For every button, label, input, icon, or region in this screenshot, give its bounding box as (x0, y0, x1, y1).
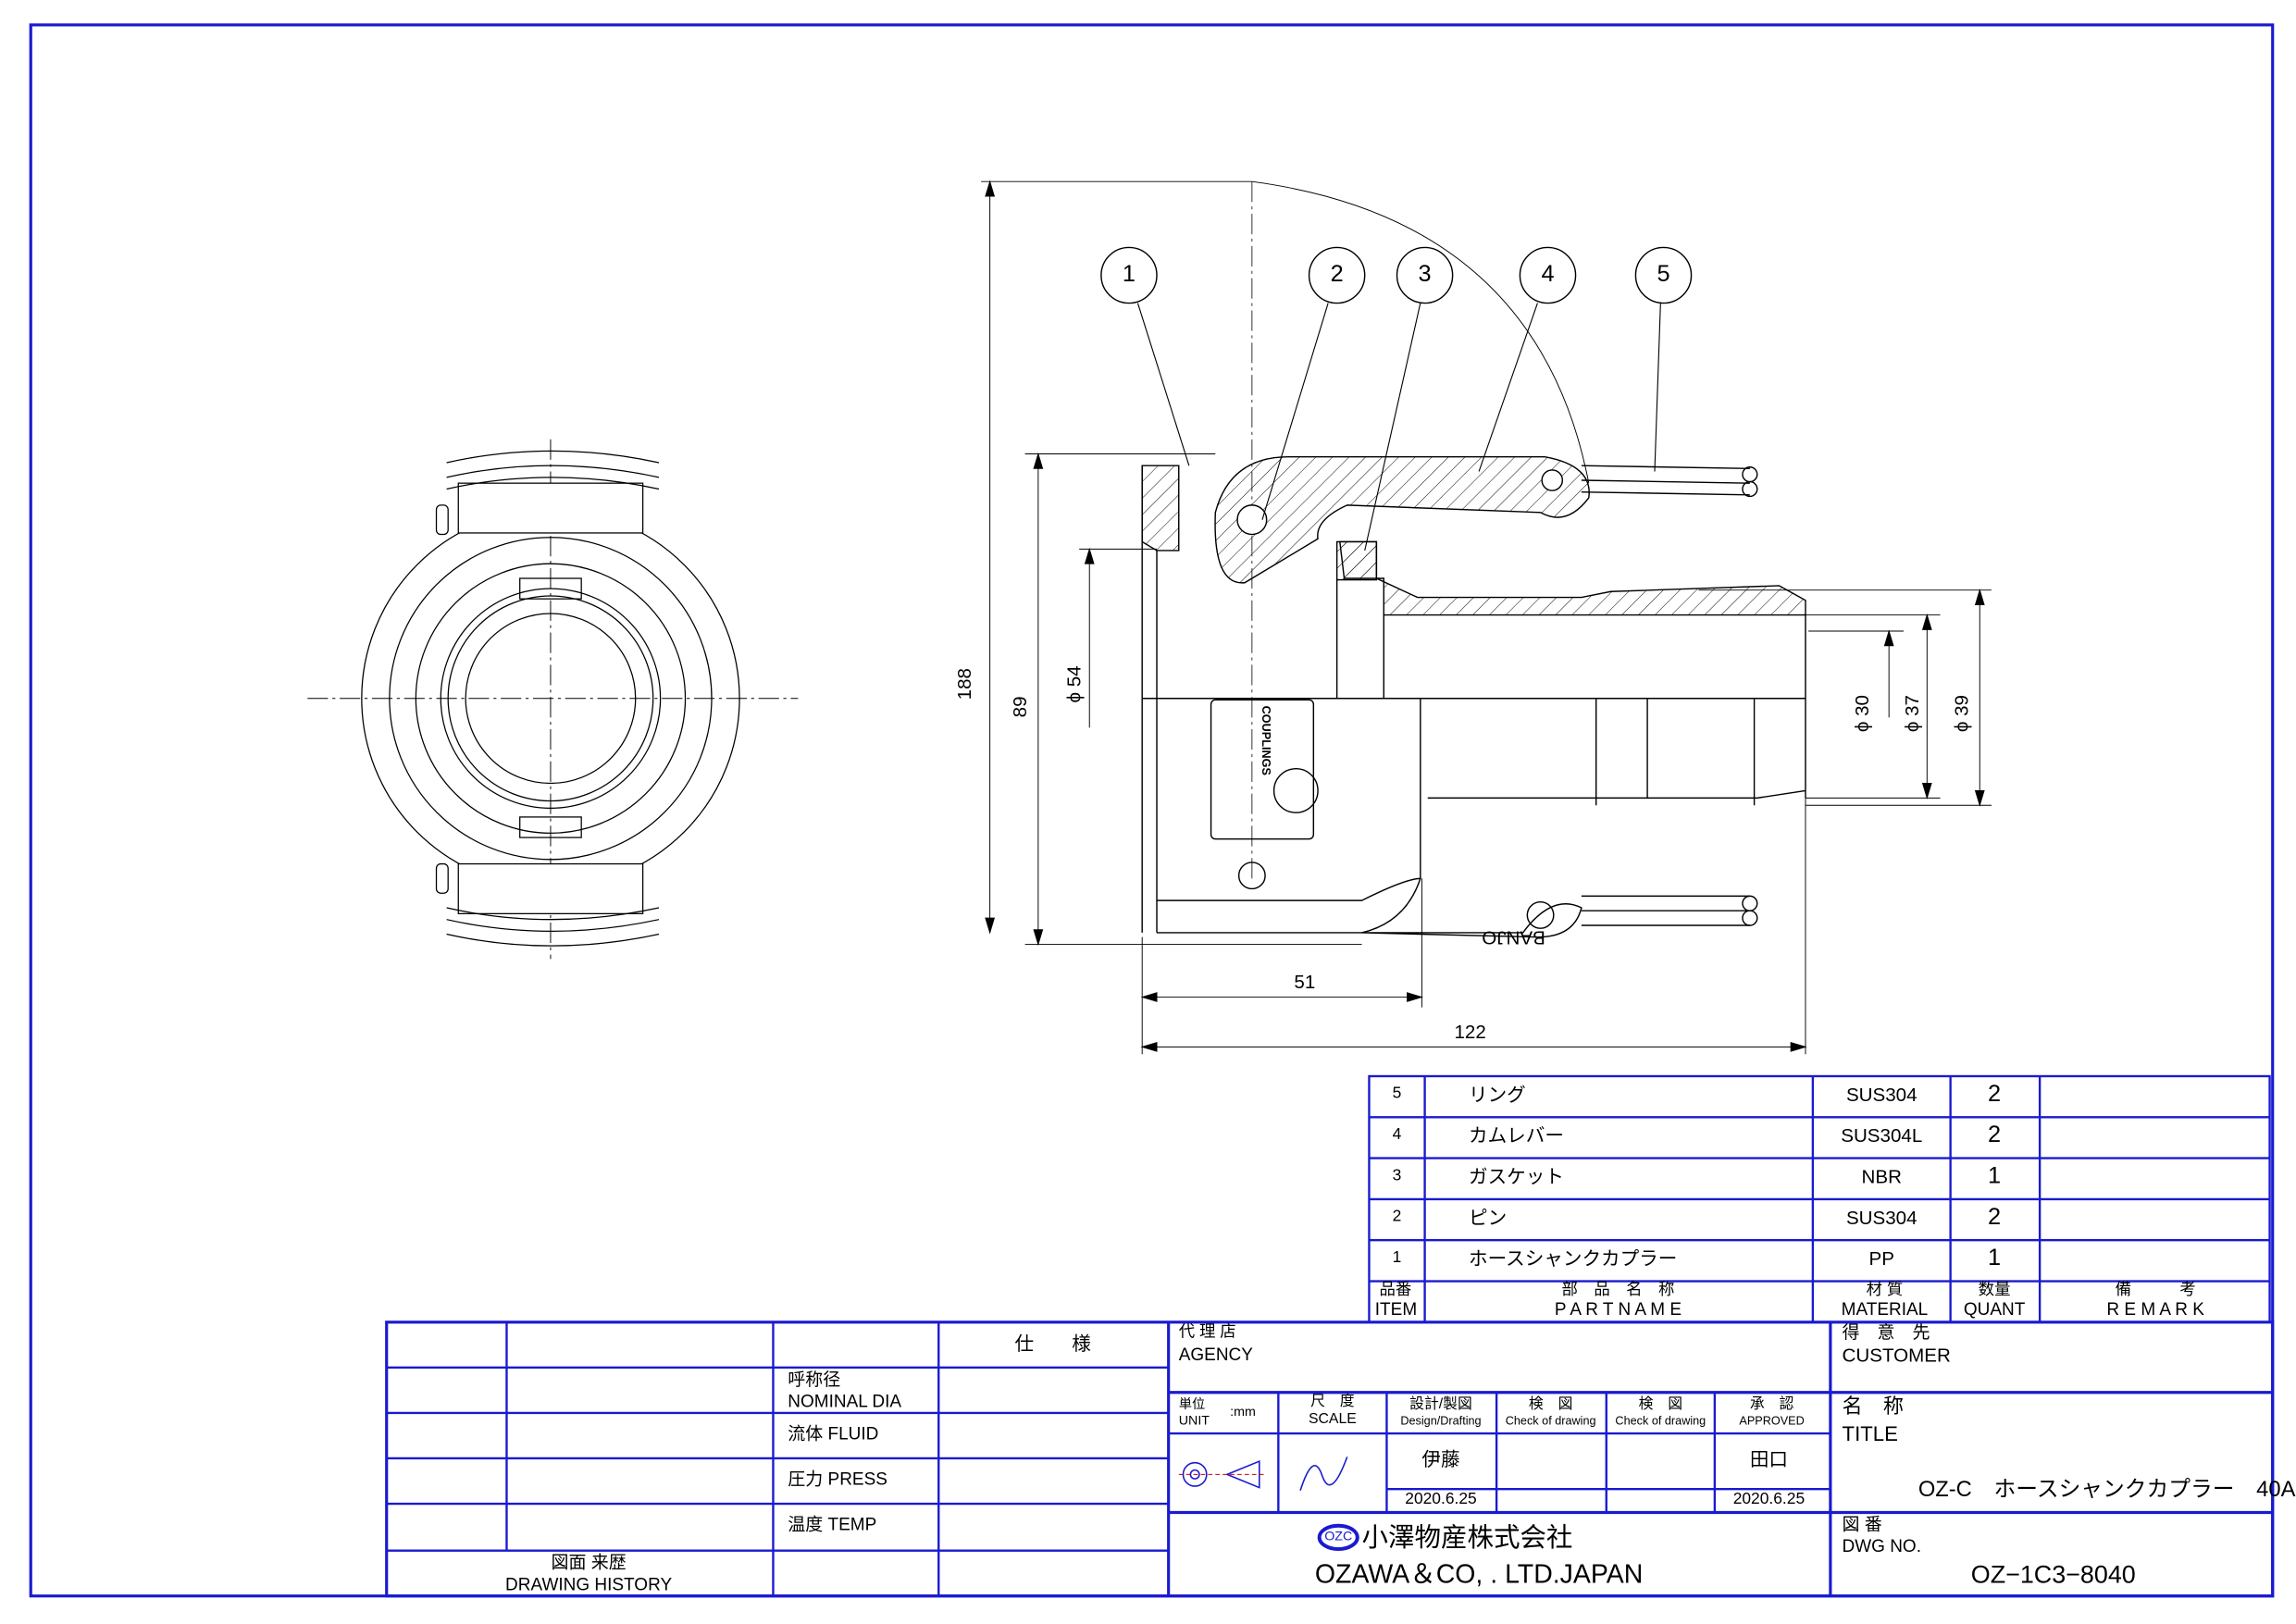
header-material: MATERIAL (1841, 1298, 1929, 1320)
press-label: 圧力 PRESS (788, 1469, 887, 1490)
customer-jp: 得 意 先 (1842, 1321, 1930, 1343)
material: SUS304L (1841, 1124, 1923, 1147)
item-number: 3 (1392, 1167, 1402, 1185)
approved-jp: 承 認 (1749, 1396, 1794, 1413)
customer-label: CUSTOMER (1842, 1344, 1951, 1367)
agency-label: AGENCY (1178, 1344, 1253, 1365)
company-logo-icon (1317, 1523, 1359, 1552)
dim-39: ϕ 39 (1950, 695, 1973, 733)
item-number: 4 (1392, 1125, 1402, 1144)
check1-jp: 検 図 (1528, 1396, 1573, 1413)
quantity: 2 (1988, 1082, 2002, 1108)
item-number: 5 (1392, 1085, 1402, 1103)
nominal-dia-label: NOMINAL DIA (788, 1391, 902, 1412)
temp-label: 温度 TEMP (788, 1514, 877, 1535)
spec-header: 仕 様 (1014, 1332, 1091, 1355)
balloon-3 (1396, 246, 1454, 304)
title-label: TITLE (1842, 1421, 1898, 1445)
unit-jp: 単位 (1178, 1396, 1206, 1412)
dim-54: ϕ 54 (1062, 665, 1086, 703)
part-title: OZ-C ホースシャンクカプラー 40A (1917, 1477, 2296, 1503)
company-logo-text: OZC (1324, 1528, 1353, 1543)
nominal-dia-jp: 呼称径 (788, 1369, 841, 1390)
item-number: 2 (1392, 1208, 1402, 1226)
balloon-5 (1634, 246, 1693, 304)
part-name: カムレバー (1469, 1124, 1564, 1147)
quantity: 1 (1988, 1246, 2002, 1271)
approver-name: 田口 (1749, 1447, 1789, 1470)
third-angle-projection-icon (1178, 1459, 1267, 1489)
balloon-label: 3 (1418, 262, 1432, 288)
part-name: ピン (1469, 1206, 1508, 1229)
dim-122: 122 (1454, 1020, 1486, 1043)
item-number: 1 (1392, 1248, 1402, 1267)
check2-label: Check of drawing (1615, 1414, 1706, 1428)
dwg-no-label: DWG NO. (1842, 1535, 1921, 1556)
dim-30: ϕ 30 (1851, 695, 1873, 733)
company-name-jp: 小澤物産株式会社 (1361, 1522, 1573, 1553)
balloon-label: 2 (1330, 262, 1344, 288)
table-grid (385, 1074, 2275, 1598)
header-remark: R E M A R K (2106, 1298, 2204, 1320)
title-jp: 名 称 (1842, 1394, 1904, 1418)
check2-jp: 検 図 (1638, 1396, 1683, 1413)
front-view (307, 439, 799, 960)
dim-89: 89 (1009, 696, 1031, 718)
header-name-jp: 部 品 名 称 (1561, 1281, 1675, 1299)
header-quant: QUANT (1963, 1298, 2026, 1320)
header-part-name: P A R T N A M E (1554, 1298, 1682, 1320)
balloon-label: 1 (1122, 262, 1136, 288)
drawing-number: OZ−1C3−8040 (1970, 1560, 2136, 1589)
balloon-label: 5 (1657, 262, 1670, 288)
dim-188: 188 (953, 667, 975, 700)
design-jp: 設計/製図 (1409, 1396, 1472, 1413)
dimension-lines (981, 180, 1992, 1055)
material: PP (1868, 1247, 1894, 1270)
drawing-history-jp: 図面 来歴 (551, 1552, 627, 1573)
part-name: ガスケット (1469, 1165, 1564, 1188)
design-label: Design/Drafting (1400, 1414, 1482, 1428)
header-material-jp: 材 質 (1866, 1281, 1904, 1299)
header-item-jp: 品番 (1379, 1281, 1412, 1299)
engraving-brand: BANJO (1482, 926, 1545, 949)
material: NBR (1861, 1165, 1902, 1188)
header-item: ITEM (1374, 1298, 1418, 1320)
scale-wave-icon (1299, 1457, 1348, 1492)
approved-date: 2020.6.25 (1732, 1490, 1806, 1508)
scale-jp: 尺 度 (1310, 1394, 1355, 1410)
part-name: ホースシャンクカプラー (1469, 1247, 1678, 1270)
approved-label: APPROVED (1739, 1414, 1805, 1428)
dim-37: ϕ 37 (1900, 695, 1923, 733)
quantity: 1 (1988, 1163, 2002, 1189)
dim-51: 51 (1294, 971, 1316, 993)
unit-value: :mm (1230, 1404, 1256, 1419)
drawing-history-label: DRAWING HISTORY (505, 1573, 673, 1595)
fluid-label: 流体 FLUID (788, 1422, 879, 1444)
quantity: 2 (1988, 1205, 2002, 1231)
check1-label: Check of drawing (1505, 1414, 1596, 1428)
material: SUS304 (1845, 1206, 1917, 1229)
engraving-couplings: COUPLINGS (1259, 705, 1273, 775)
header-remark-jp: 備 考 (2115, 1281, 2196, 1299)
header-quant-jp: 数量 (1978, 1281, 2011, 1299)
side-section-view (1100, 180, 1806, 938)
quantity: 2 (1988, 1122, 2002, 1148)
balloon-1 (1100, 246, 1158, 304)
part-name: リング (1469, 1083, 1526, 1106)
material: SUS304 (1845, 1083, 1917, 1106)
balloon-label: 4 (1541, 262, 1555, 288)
agency-jp: 代 理 店 (1178, 1323, 1236, 1342)
dwg-no-jp: 図 番 (1842, 1514, 1882, 1535)
balloon-2 (1308, 246, 1366, 304)
company-name: OZAWA＆CO, . LTD.JAPAN (1314, 1559, 1644, 1589)
design-date: 2020.6.25 (1405, 1490, 1477, 1508)
scale-label: SCALE (1308, 1411, 1357, 1428)
designer-name: 伊藤 (1421, 1447, 1460, 1470)
balloon-4 (1519, 246, 1577, 304)
unit-label: UNIT (1178, 1412, 1210, 1428)
